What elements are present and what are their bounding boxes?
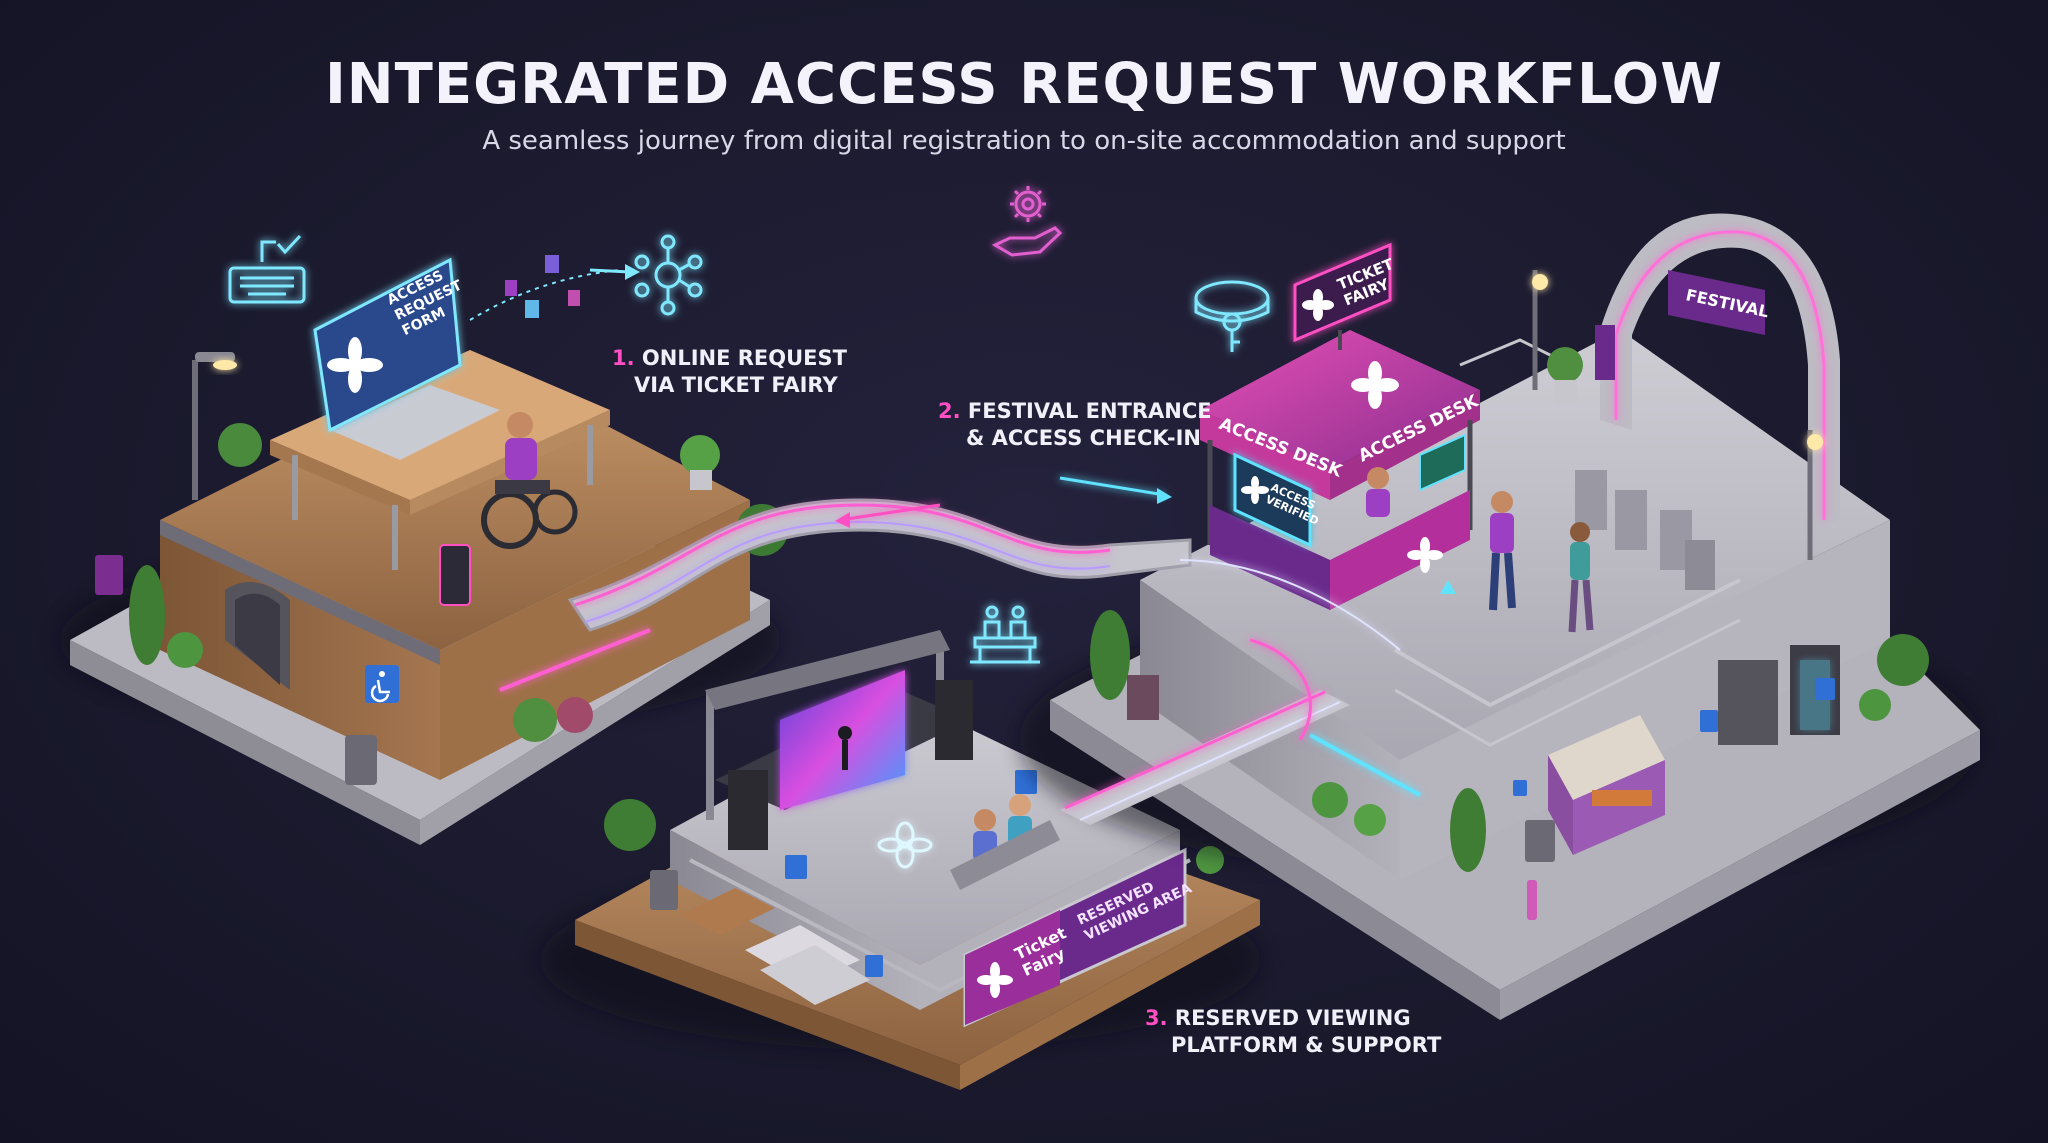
page-subtitle: A seamless journey from digital registra… <box>482 126 1566 156</box>
step-3-number: 3. <box>1145 1006 1168 1030</box>
connecting-walkway <box>567 476 1456 825</box>
access-verified-screen: ACCESS VERIFIED <box>1233 452 1321 548</box>
step-1-number: 1. <box>612 346 635 370</box>
ticket-fairy-sign: TICKET FAIRY <box>1293 242 1397 350</box>
document-stream <box>469 255 640 321</box>
step-2-number: 2. <box>938 399 961 423</box>
festival-arch: FESTIVAL <box>1595 213 1840 530</box>
step-1-line-1: ONLINE REQUEST <box>641 346 847 370</box>
step-3-label: 3. RESERVED VIEWING PLATFORM & SUPPORT <box>1145 1005 1441 1059</box>
wristband-icon <box>1194 280 1270 352</box>
reserved-viewing-banner: Ticket Fairy RESERVED VIEWING AREA <box>963 847 1194 1028</box>
step-1-line-2: VIA TICKET FAIRY <box>634 373 838 397</box>
online-request-platform: ACCESS REQUEST FORM <box>60 257 788 845</box>
page-title: INTEGRATED ACCESS REQUEST WORKFLOW <box>324 52 1724 117</box>
step-2-line-2: & ACCESS CHECK-IN <box>966 426 1201 450</box>
step-3-line-1: RESERVED VIEWING <box>1174 1006 1411 1030</box>
gear-hand-icon <box>991 186 1063 257</box>
wheelchair-icon <box>365 665 399 703</box>
keyboard-check-icon <box>228 234 306 304</box>
step-2-line-1: FESTIVAL ENTRANCE <box>967 399 1212 423</box>
access-desk-tent: ACCESS DESK ACCESS DESK <box>1200 330 1482 610</box>
viewing-platform-icon <box>970 605 1040 664</box>
step-3-line-2: PLATFORM & SUPPORT <box>1171 1033 1442 1057</box>
step-1-label: 1. ONLINE REQUEST VIA TICKET FAIRY <box>612 345 847 399</box>
wheelchair-user <box>481 412 578 549</box>
step-2-label: 2. FESTIVAL ENTRANCE & ACCESS CHECK-IN <box>938 398 1212 452</box>
network-icon <box>634 234 703 316</box>
viewing-platform: Ticket Fairy RESERVED VIEWING AREA <box>540 630 1260 1090</box>
